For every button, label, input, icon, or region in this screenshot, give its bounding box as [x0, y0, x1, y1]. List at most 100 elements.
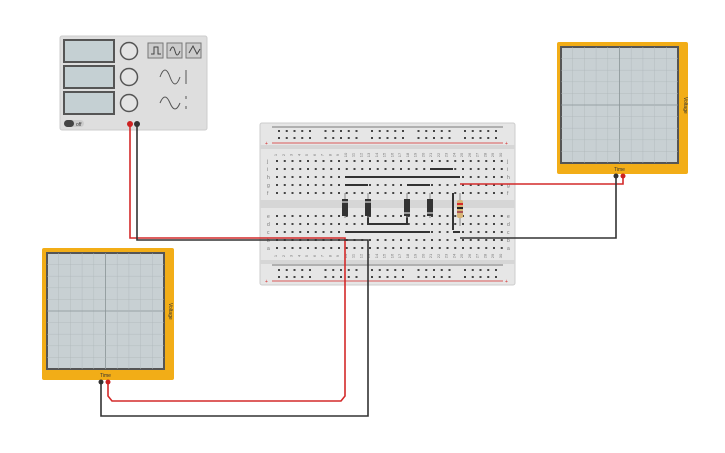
breadboard-hole[interactable] [477, 247, 480, 249]
breadboard-hole[interactable] [462, 168, 464, 170]
breadboard-hole[interactable] [361, 247, 364, 249]
breadboard-hole[interactable] [493, 192, 495, 194]
rail-hole[interactable] [378, 130, 381, 132]
rail-hole[interactable] [386, 276, 389, 278]
rail-hole[interactable] [464, 137, 466, 139]
rail-hole[interactable] [386, 130, 389, 132]
breadboard-hole[interactable] [415, 192, 418, 194]
breadboard-hole[interactable] [438, 231, 441, 233]
breadboard-hole[interactable] [446, 160, 449, 162]
rail-hole[interactable] [448, 137, 451, 139]
breadboard-hole[interactable] [415, 247, 418, 249]
breadboard-hole[interactable] [415, 223, 418, 225]
function-generator[interactable]: off [59, 35, 208, 131]
breadboard-hole[interactable] [469, 239, 472, 241]
breadboard-hole[interactable] [299, 223, 302, 225]
breadboard-hole[interactable] [500, 239, 503, 241]
breadboard-hole[interactable] [423, 215, 426, 217]
breadboard-hole[interactable] [477, 176, 480, 178]
breadboard-hole[interactable] [469, 192, 472, 194]
rail-hole[interactable] [355, 137, 358, 139]
rail-hole[interactable] [309, 137, 311, 139]
breadboard-hole[interactable] [423, 168, 426, 170]
breadboard-hole[interactable] [353, 168, 356, 170]
breadboard-hole[interactable] [384, 160, 387, 162]
rail-hole[interactable] [285, 137, 288, 139]
rail-hole[interactable] [347, 130, 350, 132]
rail-hole[interactable] [471, 130, 474, 132]
breadboard-hole[interactable] [338, 247, 340, 249]
breadboard-hole[interactable] [454, 160, 457, 162]
rail-hole[interactable] [440, 269, 443, 271]
breadboard-hole[interactable] [376, 184, 379, 186]
breadboard-hole[interactable] [330, 247, 333, 249]
breadboard-hole[interactable] [485, 231, 488, 233]
breadboard-hole[interactable] [338, 223, 340, 225]
rail-hole[interactable] [402, 276, 404, 278]
rail-hole[interactable] [495, 137, 497, 139]
breadboard-hole[interactable] [338, 231, 340, 233]
breadboard-hole[interactable] [469, 231, 472, 233]
breadboard-hole[interactable] [345, 160, 348, 162]
rail-hole[interactable] [371, 137, 373, 139]
breadboard-hole[interactable] [500, 247, 503, 249]
breadboard-hole[interactable] [431, 160, 433, 162]
rail-hole[interactable] [440, 137, 443, 139]
breadboard-hole[interactable] [299, 192, 302, 194]
breadboard-hole[interactable] [423, 160, 426, 162]
breadboard-hole[interactable] [338, 192, 340, 194]
breadboard-hole[interactable] [314, 247, 317, 249]
breadboard-hole[interactable] [493, 176, 495, 178]
rail-hole[interactable] [479, 276, 482, 278]
rail-hole[interactable] [309, 130, 311, 132]
rail-hole[interactable] [402, 130, 404, 132]
rail-hole[interactable] [487, 276, 490, 278]
rail-hole[interactable] [293, 137, 296, 139]
rail-hole[interactable] [371, 130, 373, 132]
rail-hole[interactable] [487, 269, 490, 271]
breadboard-hole[interactable] [431, 231, 433, 233]
rail-hole[interactable] [417, 137, 420, 139]
rail-hole[interactable] [464, 130, 466, 132]
rail-hole[interactable] [495, 130, 497, 132]
breadboard-hole[interactable] [307, 215, 309, 217]
square-wave-button[interactable] [147, 42, 164, 59]
breadboard-hole[interactable] [446, 215, 449, 217]
breadboard-hole[interactable] [493, 160, 495, 162]
rail-hole[interactable] [425, 269, 428, 271]
breadboard-hole[interactable] [299, 215, 302, 217]
breadboard-hole[interactable] [485, 176, 488, 178]
scope-right-positive-probe[interactable] [620, 173, 626, 179]
breadboard-hole[interactable] [493, 168, 495, 170]
breadboard-hole[interactable] [307, 192, 309, 194]
breadboard-hole[interactable] [454, 239, 457, 241]
breadboard-hole[interactable] [431, 239, 433, 241]
jumper-wires[interactable] [345, 168, 460, 233]
rail-hole[interactable] [278, 137, 280, 139]
breadboard-hole[interactable] [369, 184, 371, 186]
breadboard-hole[interactable] [322, 223, 325, 225]
breadboard-hole[interactable] [330, 184, 333, 186]
breadboard-hole[interactable] [299, 184, 302, 186]
rail-hole[interactable] [471, 269, 474, 271]
triangle-wave-button[interactable] [185, 42, 202, 59]
breadboard-hole[interactable] [438, 239, 441, 241]
breadboard-hole[interactable] [338, 168, 340, 170]
rail-hole[interactable] [332, 137, 335, 139]
rail-hole[interactable] [479, 137, 482, 139]
breadboard-hole[interactable] [322, 168, 325, 170]
breadboard-hole[interactable] [493, 231, 495, 233]
breadboard-hole[interactable] [283, 192, 286, 194]
breadboard-hole[interactable] [462, 223, 464, 225]
breadboard-hole[interactable] [462, 192, 464, 194]
breadboard-hole[interactable] [485, 192, 488, 194]
scope-left-negative-probe[interactable] [98, 379, 104, 385]
breadboard-hole[interactable] [345, 168, 348, 170]
breadboard-hole[interactable] [291, 231, 294, 233]
breadboard-hole[interactable] [431, 247, 433, 249]
breadboard-hole[interactable] [469, 223, 472, 225]
frequency-knob[interactable] [119, 41, 139, 61]
rail-hole[interactable] [479, 130, 482, 132]
breadboard-hole[interactable] [392, 168, 395, 170]
breadboard-hole[interactable] [330, 231, 333, 233]
